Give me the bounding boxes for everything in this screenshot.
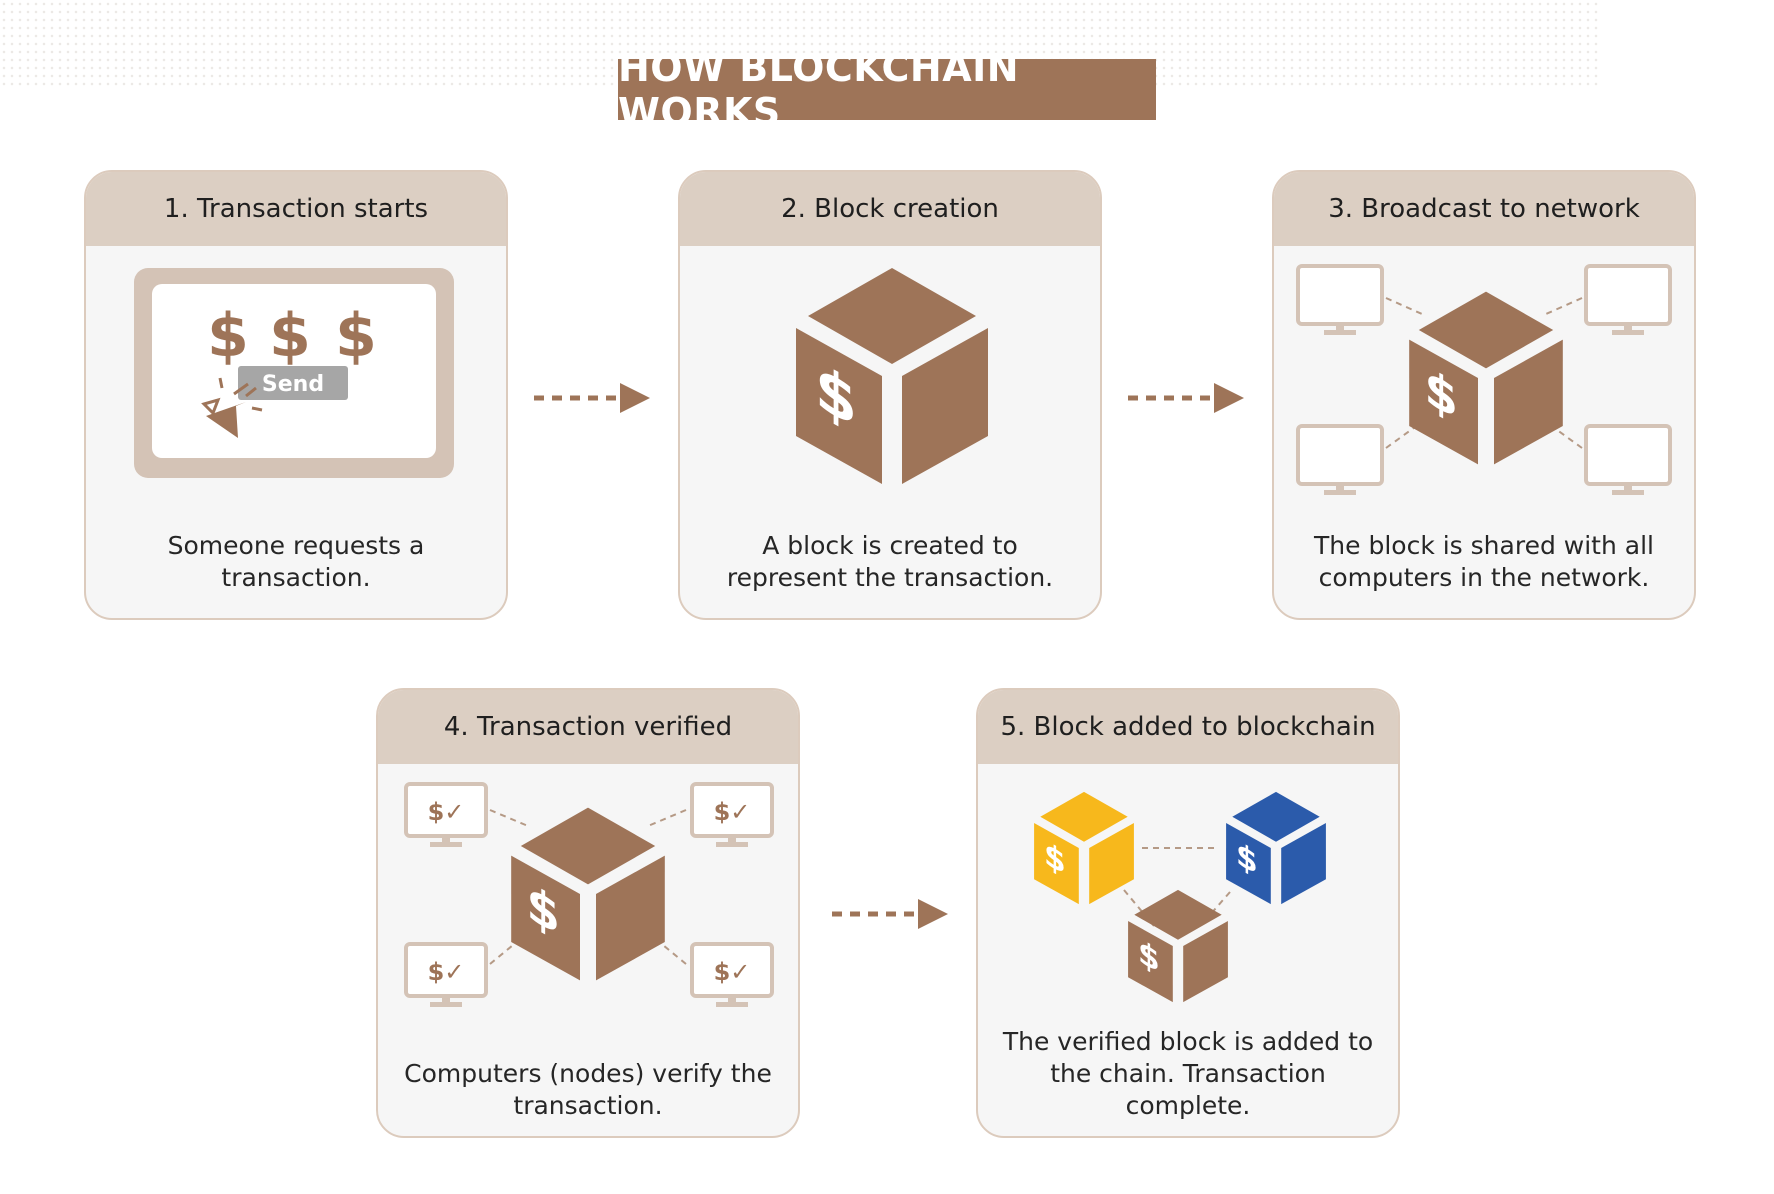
step-heading: 3. Broadcast to network <box>1274 172 1694 246</box>
cursor-icon <box>201 377 263 438</box>
step-description: A block is created to represent the tran… <box>726 531 1054 592</box>
step-heading: 5. Block added to blockchain <box>978 690 1398 764</box>
computer-icon <box>1296 424 1384 495</box>
svg-text:$✓: $✓ <box>428 798 465 826</box>
verified-node-icon: $✓ <box>690 782 774 847</box>
step-card-2: 2. Block creation $ A block is created t… <box>678 170 1102 620</box>
step-card-1: 1. Transaction starts $ $ $ Send Someone… <box>84 170 508 620</box>
block-cube-icon: $ <box>1409 291 1563 465</box>
step-description: The block is shared with all computers i… <box>1314 531 1654 592</box>
page-title: HOW BLOCKCHAIN WORKS <box>618 46 1156 134</box>
send-button[interactable]: Send <box>238 366 348 400</box>
step-description: Someone requests a transaction. <box>167 531 425 592</box>
computer-icon <box>1584 424 1672 495</box>
dollar-icon: $ <box>269 301 311 371</box>
network-illustration: $ <box>1296 264 1672 495</box>
svg-text:$✓: $✓ <box>428 958 465 986</box>
step-heading: 4. Transaction verified <box>378 690 798 764</box>
step-description: The verified block is added to the chain… <box>1002 1027 1374 1120</box>
step-description: Computers (nodes) verify the transaction… <box>404 1059 772 1120</box>
step-heading: 1. Transaction starts <box>86 172 506 246</box>
verified-node-icon: $✓ <box>404 942 488 1007</box>
computer-icon <box>1296 264 1384 335</box>
computer-icon <box>1584 264 1672 335</box>
svg-text:$: $ <box>1236 834 1258 882</box>
step-heading: 2. Block creation <box>680 172 1100 246</box>
arrow-right-icon <box>534 383 650 413</box>
step-card-4: 4. Transaction verified $✓ $✓ $✓ $✓ <box>376 688 800 1138</box>
step-card-5: 5. Block added to blockchain $ $ $ The v… <box>976 688 1400 1138</box>
dollar-icon: $ <box>207 301 249 371</box>
step-card-3: 3. Broadcast to network $ <box>1272 170 1696 620</box>
svg-text:Send: Send <box>262 372 324 397</box>
svg-text:$✓: $✓ <box>714 958 751 986</box>
svg-text:$: $ <box>1044 834 1066 882</box>
svg-text:$: $ <box>1138 932 1160 980</box>
verification-illustration: $✓ $✓ $✓ $✓ $ <box>404 782 774 1007</box>
block-cube-icon: $ <box>1128 889 1228 1003</box>
verified-node-icon: $✓ <box>404 782 488 847</box>
blockchain-illustration: $ $ $ <box>1034 791 1326 1003</box>
block-cube-icon: $ <box>511 807 665 981</box>
arrow-right-icon <box>1128 383 1244 413</box>
yellow-block-icon: $ <box>1034 791 1134 905</box>
block-cube-icon: $ <box>796 268 988 484</box>
svg-text:$✓: $✓ <box>714 798 751 826</box>
arrow-right-icon <box>832 899 948 929</box>
verified-node-icon: $✓ <box>690 942 774 1007</box>
dollar-icon: $ <box>335 301 377 371</box>
blue-block-icon: $ <box>1226 791 1326 905</box>
payment-screen-illustration: $ $ $ Send <box>134 268 454 478</box>
